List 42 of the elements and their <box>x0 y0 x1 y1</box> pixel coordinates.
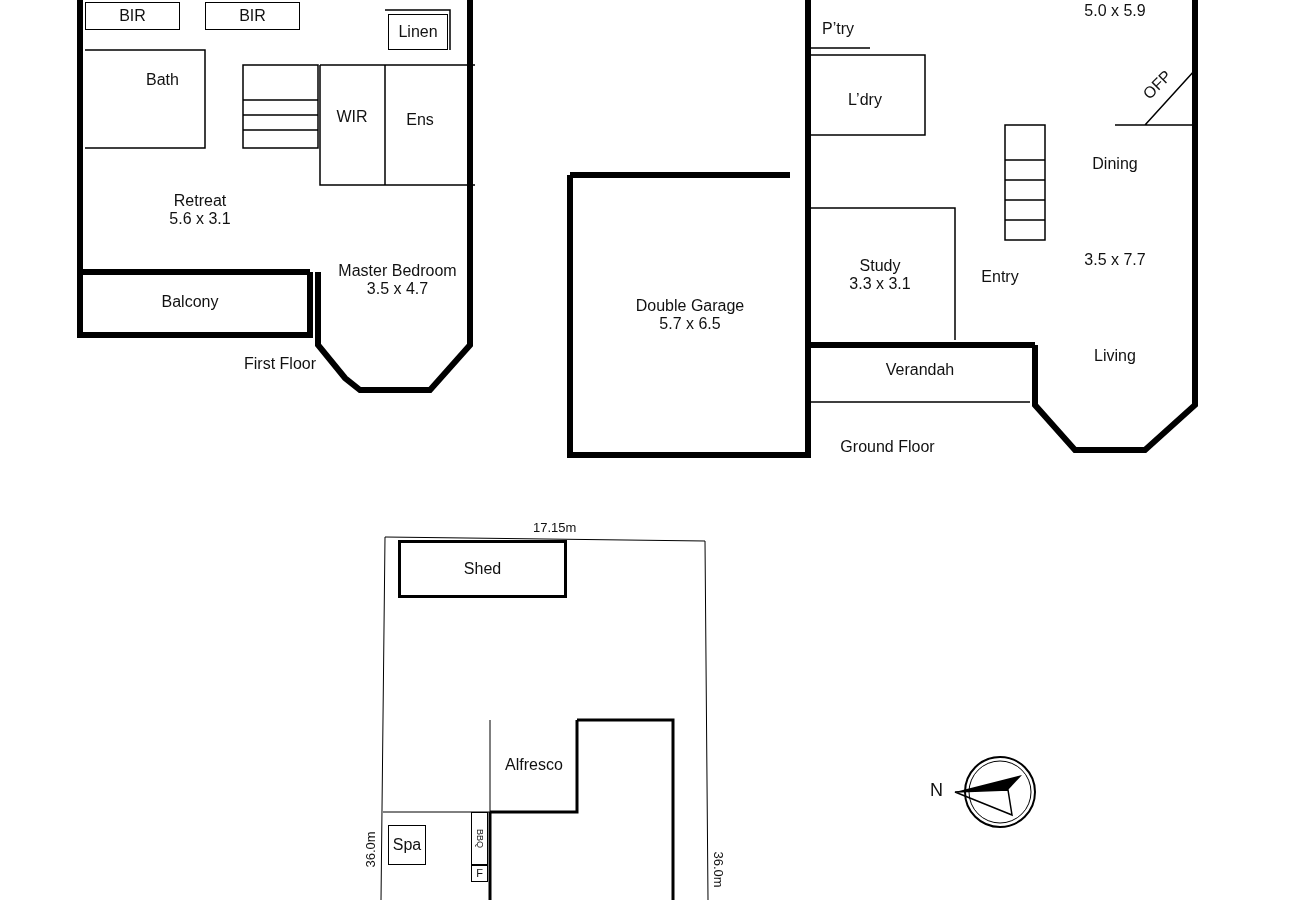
dimension-label: 36.0m <box>710 851 726 888</box>
room-label: BIR <box>239 6 266 26</box>
dimension-label: 36.0m <box>362 831 378 868</box>
room-label: Spa <box>392 835 422 855</box>
room-label: BBQ <box>474 829 485 848</box>
compass-north-label: N <box>930 780 943 801</box>
room-outline <box>471 812 488 865</box>
room-label: Verandah <box>885 360 955 380</box>
room-outline <box>398 540 567 598</box>
room-label: Master Bedroom <box>338 261 457 280</box>
room-label: Bath <box>146 70 179 90</box>
room-label: P’try <box>822 19 854 39</box>
room-dimensions: 5.0 x 5.9 <box>1084 1 1146 21</box>
room-dimensions: 3.5 x 4.7 <box>366 280 429 299</box>
room-label: Alfresco <box>505 755 563 775</box>
room-label: OFP <box>1139 66 1176 104</box>
room-outline <box>388 14 448 50</box>
room-label: Entry <box>981 268 1019 287</box>
room-dimensions: 5.7 x 6.5 <box>659 315 721 334</box>
room-dimensions: 5.6 x 3.1 <box>169 210 231 229</box>
room-outline <box>205 2 300 30</box>
room-label: Linen <box>398 22 438 42</box>
room-label: F <box>476 867 483 880</box>
room-label: WIR <box>336 108 368 127</box>
dimension-label: 17.15m <box>533 520 577 535</box>
room-label: Double Garage <box>635 296 745 315</box>
room-dimensions: 3.5 x 7.7 <box>1084 250 1146 270</box>
room-label: Study <box>859 256 901 275</box>
room-label: Balcony <box>161 292 219 312</box>
room-label: Shed <box>463 559 502 579</box>
room-outline <box>388 825 426 865</box>
room-label: Living <box>1094 346 1136 365</box>
floor-title: Ground Floor <box>840 437 935 456</box>
room-dimensions: 3.3 x 3.1 <box>849 275 911 294</box>
room-label: L’dry <box>848 90 882 110</box>
room-label: Retreat <box>173 191 227 210</box>
room-label: BIR <box>119 6 146 26</box>
room-label: Dining <box>1092 155 1138 174</box>
room-label: Ens <box>406 110 434 130</box>
floor-title: First Floor <box>244 354 316 373</box>
room-outline <box>85 2 180 30</box>
room-outline <box>471 865 488 882</box>
